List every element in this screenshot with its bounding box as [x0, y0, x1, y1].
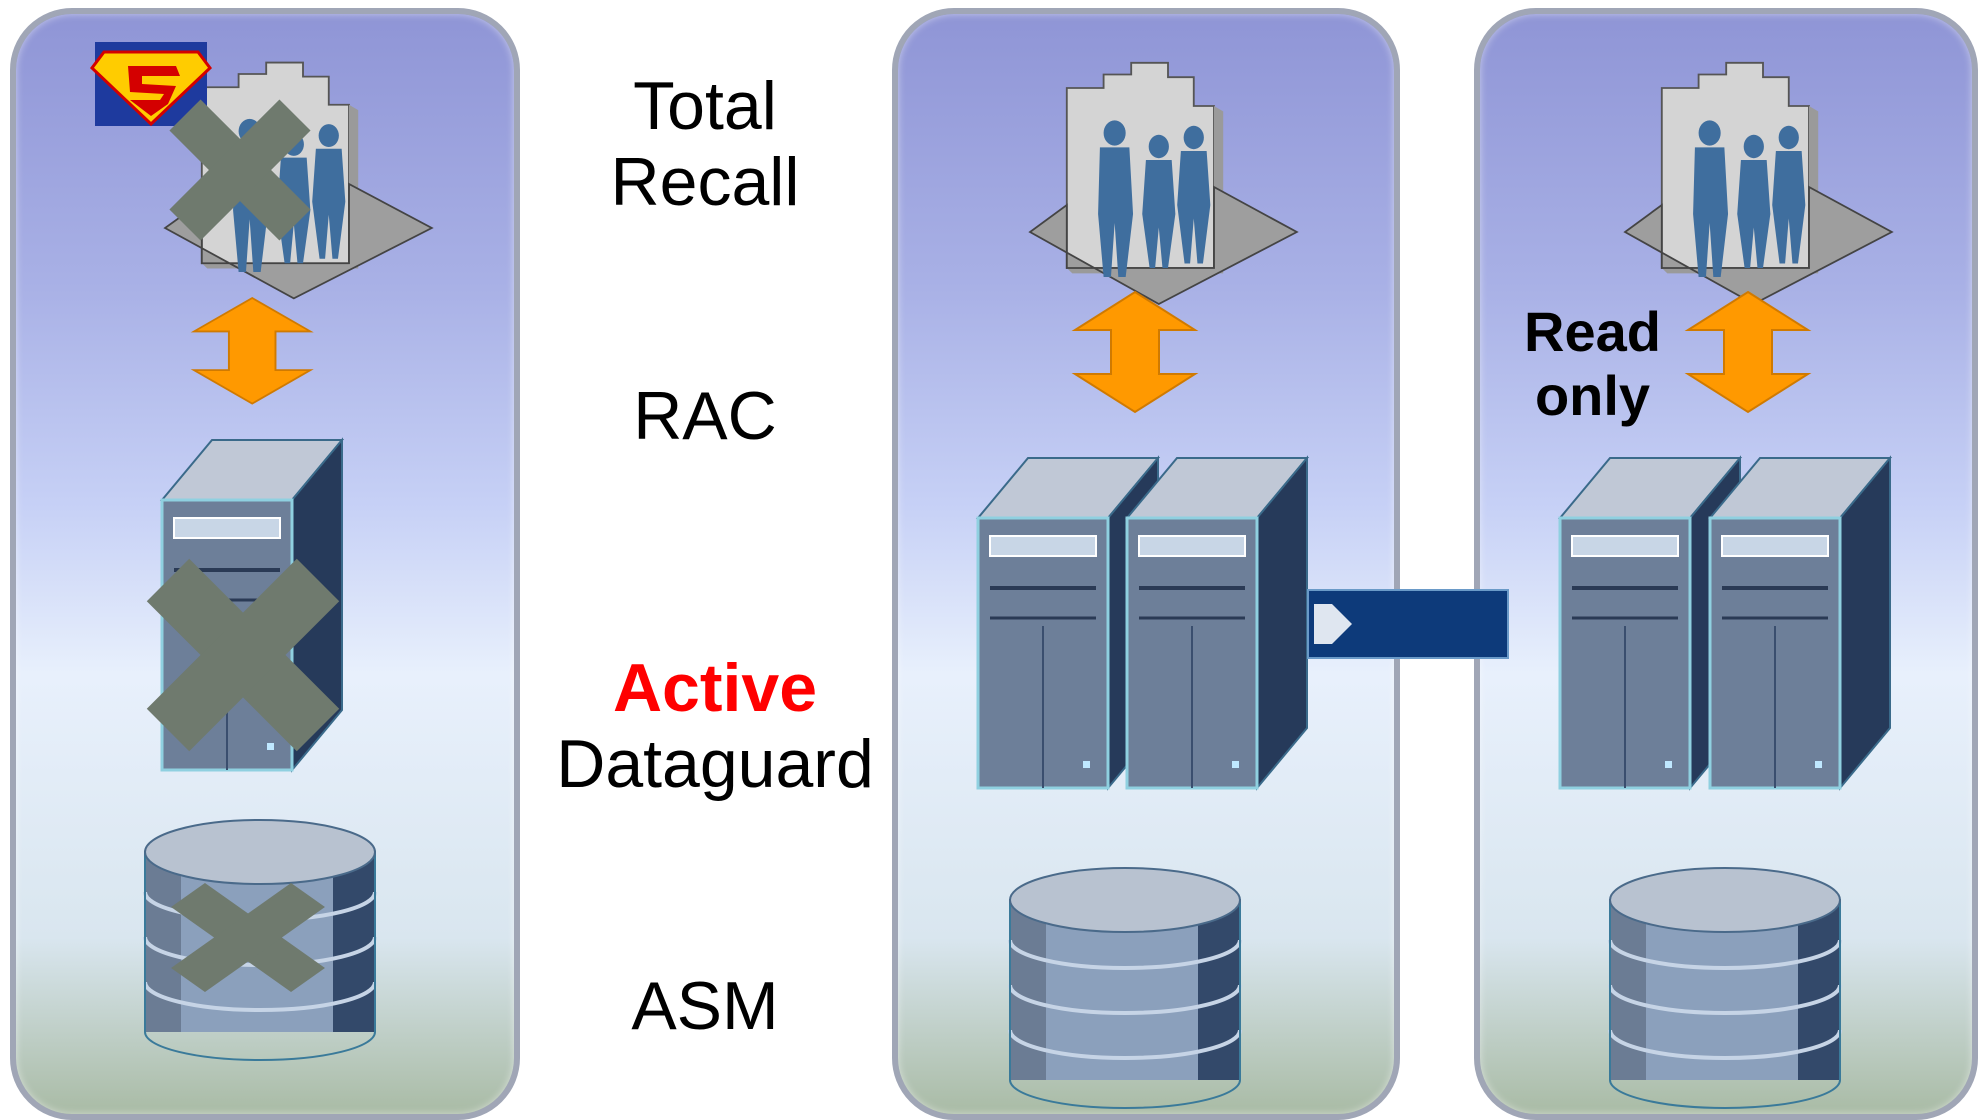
label-rac: RAC	[633, 378, 777, 454]
label-read-only-line2: only	[1534, 364, 1651, 427]
label-total-recall-line1: Total	[633, 68, 777, 144]
users-building-icon	[1029, 61, 1298, 305]
label-read-only-line1: Read	[1524, 300, 1661, 363]
double-arrow-icon	[1074, 291, 1196, 413]
double-arrow-icon	[193, 297, 312, 405]
server-icon	[1708, 456, 1892, 790]
label-read-only: Read only	[1500, 300, 1685, 428]
replication-arrow-icon	[1307, 589, 1509, 659]
label-active: Active	[612, 650, 818, 726]
label-active-dataguard: Active Dataguard	[520, 650, 910, 802]
users-building-icon	[1624, 61, 1893, 305]
label-dataguard: Dataguard	[556, 726, 874, 802]
database-icon	[1008, 866, 1242, 1110]
server-icon	[1125, 456, 1309, 790]
label-total-recall-line2: Recall	[610, 144, 800, 220]
double-arrow-icon	[1687, 291, 1809, 413]
superman-logo-icon	[89, 42, 213, 127]
label-asm: ASM	[631, 968, 779, 1044]
database-icon	[1608, 866, 1842, 1110]
label-total-recall: Total Recall	[560, 68, 850, 220]
